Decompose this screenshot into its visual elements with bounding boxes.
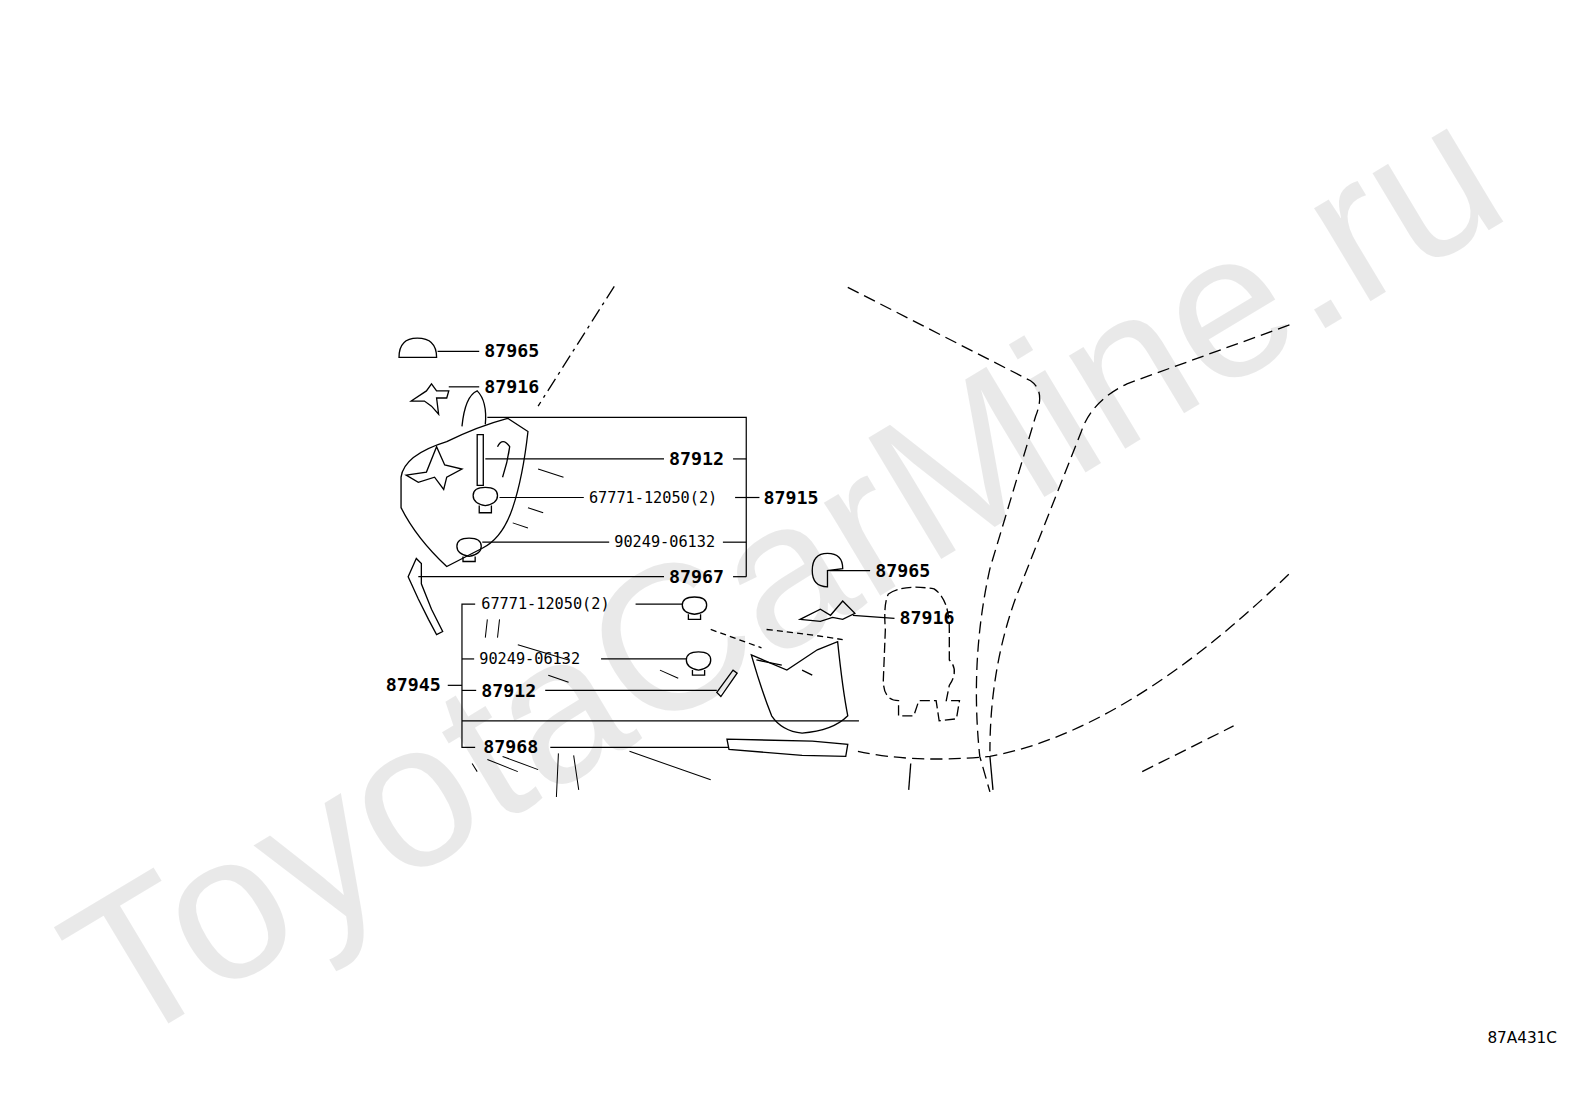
callout-number: 87965	[484, 342, 539, 360]
callout-number: 87916	[484, 378, 539, 396]
callout-number: 87912	[669, 450, 724, 468]
diagram-code: 87A431C	[1487, 1030, 1557, 1045]
watermark: ToyotaCarMine.ru	[33, 65, 1531, 1078]
